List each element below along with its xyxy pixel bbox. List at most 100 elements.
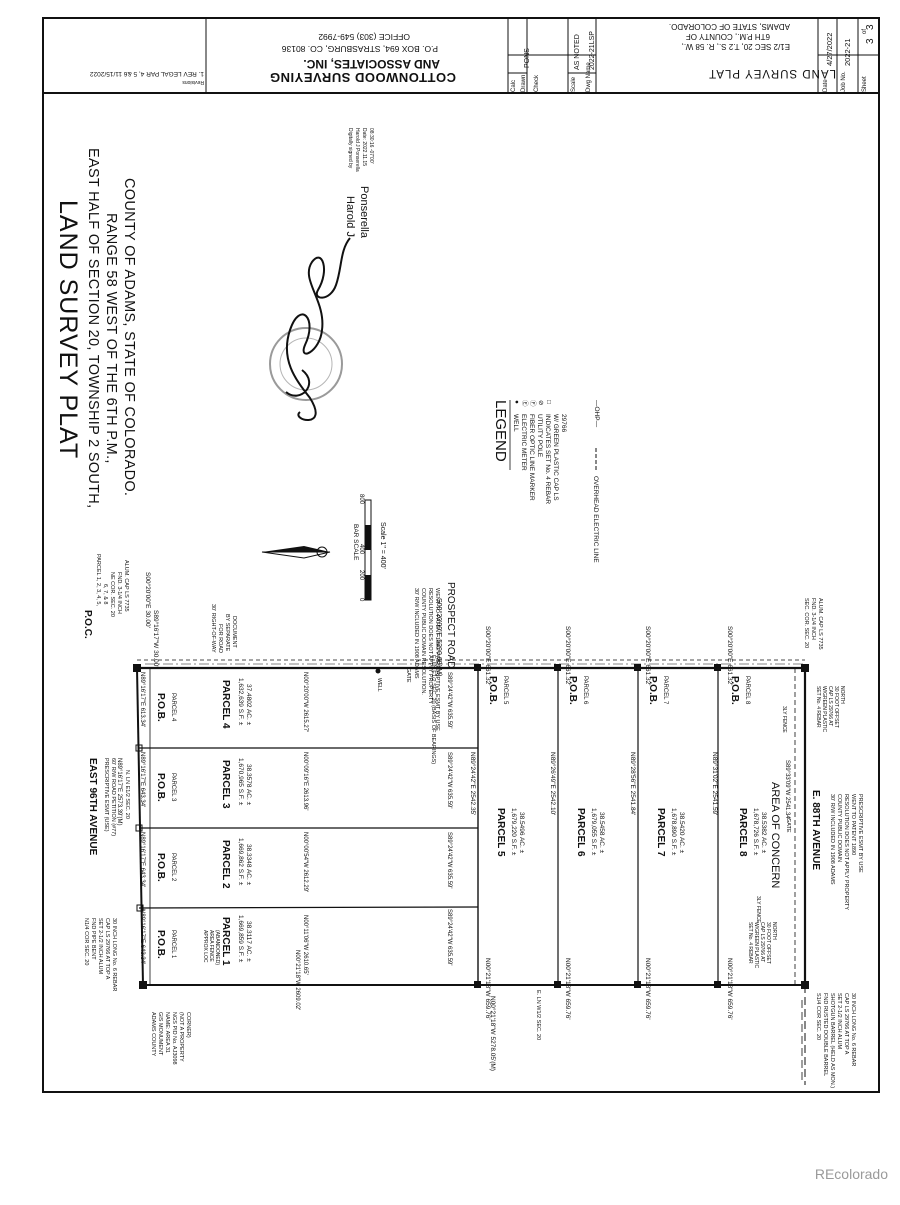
n14-note-4: CAP LS 29766 AT TOP A xyxy=(104,918,110,980)
parcel-7-pob-label: PARCEL 7 xyxy=(662,676,668,705)
ave88-label: E. 88TH AVENUE xyxy=(810,790,821,871)
gis-note-4: NGS PID No. AJ3098 xyxy=(171,1012,177,1065)
title-block-grid xyxy=(205,18,879,93)
poc-note-1: PARCEL 1, 2, 3, 4, 5, xyxy=(95,554,101,606)
parcel-1-pob: P.O.B. xyxy=(155,930,166,959)
ave96-label: EAST 96TH AVENUE xyxy=(87,758,98,856)
parcel-2-east-bearing: N00°00'54"W 2612.29' xyxy=(302,832,308,893)
gis-note-1: ADAMS COUNTY xyxy=(150,1012,156,1057)
scale-label: Scale xyxy=(571,76,577,92)
legend-label-3: UTILITY POLE xyxy=(536,414,543,458)
parcel-5-ac: 38.5496 AC. ± xyxy=(518,812,525,854)
north-arrow xyxy=(261,546,331,559)
gate-label-north: GATE xyxy=(405,668,411,683)
parcel-1-south-bearing: S89°24'42"W 635.59' xyxy=(446,909,452,966)
gate-label-south: GATE xyxy=(785,818,791,833)
parcel-8-ac: 38.5382 AC. ± xyxy=(760,812,767,854)
prospect-road-label: PROSPECT ROAD xyxy=(445,582,456,669)
bar-scale-label: BAR SCALE xyxy=(352,524,359,561)
title-block-description-1: E1/2 SEC 20, T.2 S., R. 58 W., xyxy=(681,42,790,51)
s14-note-2: FND RUSTED DOUBLE BARREL xyxy=(822,993,828,1077)
legend-symbol-0: ● xyxy=(513,400,520,404)
date-label: Date xyxy=(823,79,829,92)
parcel-2-south-bearing: S89°24'42"W 635.59' xyxy=(446,832,452,889)
parcel-1-west-bearing: N00°21'18"W 2609.02' xyxy=(294,950,300,1011)
drawn-label: Drawn xyxy=(521,74,527,92)
monuments xyxy=(133,664,809,989)
s14-note-1: S1/4 COR SEC. 20 xyxy=(815,993,821,1041)
digital-sig-3: Date: 2022.11.15 xyxy=(361,128,367,166)
s14-note-5: CAP LS 29766 AT TOP A xyxy=(843,993,849,1055)
parcel-8-south-bearing: S89°33'09"W 2541.34' xyxy=(784,760,790,820)
plat-subtitle-3: COUNTY OF ADAMS, STATE OF COLORADO. xyxy=(121,178,137,497)
parcel-3-pob-label: PARCEL 3 xyxy=(170,773,176,802)
legend-symbol-4: □ xyxy=(545,400,552,404)
poc-note-3: NE COR. SEC. 20 xyxy=(109,572,115,617)
set-rebar-note-5: NORTH xyxy=(771,922,777,940)
set-rebar2-note-4: 30 FOOT OFFSET xyxy=(833,686,839,728)
ave96-note-1: PRESCRIPTIVE ESMT (USE) xyxy=(103,758,109,832)
legend-symbol-3: ⊘ xyxy=(537,400,544,406)
wire-fence-label-2: 3LY FENCE xyxy=(755,896,761,923)
set-rebar-note-2: W/GREEN PLASTIC xyxy=(753,922,759,969)
parcel-6-east-bearing: S00°20'00"E 661.32' xyxy=(564,626,571,686)
legend-label-2: FIBER OPTIC LINE MARKER xyxy=(528,414,535,501)
parcel-5-west-bearing: N00°21'18"W 659.76' xyxy=(484,958,491,1020)
parcel-2-north-bearing: N89°16'17"E 643.34' xyxy=(139,832,145,888)
sheet-number: 3 xyxy=(865,38,876,44)
legend-label-1: ELECTRIC METER xyxy=(520,414,527,471)
company-name-1: COTTONWOOD SURVEYING xyxy=(269,70,456,85)
legend-title: LEGEND xyxy=(492,400,509,462)
legend-label-7: OVERHEAD ELECTRIC LINE xyxy=(592,476,599,563)
signer-name-1: Harold J xyxy=(344,196,356,237)
bar-scale-tick-0: 0 xyxy=(358,598,364,602)
west-line-label: E. LN W1/2 SEC. 20 xyxy=(535,990,541,1041)
approx-fence-2: AREA FENCE xyxy=(208,930,214,962)
east-line-basis: E. LN E1/2 SEC. 20 (BASIS OF BEARINGS) xyxy=(430,655,436,765)
gis-note-3: NAME: AREA 31 xyxy=(164,1012,170,1053)
approx-fence-3: (ABANDONED) xyxy=(214,930,220,966)
bar-scale-tick-400: 400 xyxy=(358,544,364,555)
set-rebar-note-4: 30 FOOT OFFSET xyxy=(765,922,771,964)
surveyor-signature xyxy=(285,237,351,421)
parcel-1-name: PARCEL 1 xyxy=(220,917,231,966)
se-cor-1: SEC. COR. SEC. 20 xyxy=(803,598,809,649)
legend-symbol-1: Ⓔ xyxy=(521,400,528,407)
digital-sig-4: 08:30:16 -07'00' xyxy=(368,128,374,164)
title-block-sheet-title: LAND SURVEY PLAT xyxy=(708,67,836,79)
plat-title: LAND SURVEY PLAT xyxy=(54,200,82,460)
prospect-note-1: 30' R/W INCLUDED IN 1908 ADAMS xyxy=(413,588,419,679)
parcel-1-sf: 1,669,859 S.F. ± xyxy=(237,915,244,963)
parcel-8-name: PARCEL 8 xyxy=(737,808,748,857)
parcel-6-ac: 38.5458 AC. ± xyxy=(598,812,605,854)
ave88-note-4: WENT TO PATENT 1890 xyxy=(850,794,856,856)
s14-note-4: SET 2-1/2 INCH ALUM xyxy=(836,993,842,1050)
company-address: P.O. BOX 694, STRASBURG, CO. 80136 xyxy=(281,44,438,54)
sheet-border xyxy=(42,17,880,1093)
se-cor-2: FND. 3-1/4 INCH xyxy=(810,598,816,640)
job-label: Job No. xyxy=(841,71,847,92)
ave88-note-1: 30' R/W INCLUDED IN 1908 ADAMS xyxy=(829,794,835,885)
parcel-7-ac: 38.5420 AC. ± xyxy=(678,812,685,854)
revision-1: 1. REV LEGAL PAR 4, 5 &6 11/15/2022 xyxy=(89,70,204,77)
parcel-3-sf: 1,670,965 S.F. ± xyxy=(237,758,244,806)
row-note-3: BY SEPARATE xyxy=(224,614,230,652)
set-rebar2-note-5: NORTH xyxy=(839,686,845,704)
poc-note-2: 6, 7, & 8 xyxy=(102,584,108,605)
row-note-2: FOR ROAD xyxy=(217,624,223,654)
set-rebar2-note-2: W/GREEN PLASTIC xyxy=(821,686,827,733)
poc-note-4: FND. 3-1/4 INCH xyxy=(116,572,122,614)
prospect-note-2: COUNTY PUBLIC DOMAIN RESOLUTION. xyxy=(420,588,426,695)
n14-note-2: FND PIPE BENT xyxy=(90,918,96,960)
parcel-7-north-bearing: N89°28'56"E 2541.84' xyxy=(629,752,636,816)
parcel-6-north-bearing: N89°26'49"E 2542.10' xyxy=(549,752,556,816)
parcel-1-north-bearing: N89°16'17"E 643.34' xyxy=(139,909,145,965)
parcel-8-west-bearing: N00°21'18"W 659.76' xyxy=(726,958,733,1020)
date-value: 4/27/2022 xyxy=(825,32,834,66)
bar-scale-tick-800: 800 xyxy=(358,494,364,505)
company-name-2: AND ASSOCIATES, INC. xyxy=(303,57,440,71)
parcel-3-south-bearing: S89°24'42"W 635.59' xyxy=(446,752,452,809)
parcel-8-sf: 1,678,726 S.F. ± xyxy=(752,808,759,856)
